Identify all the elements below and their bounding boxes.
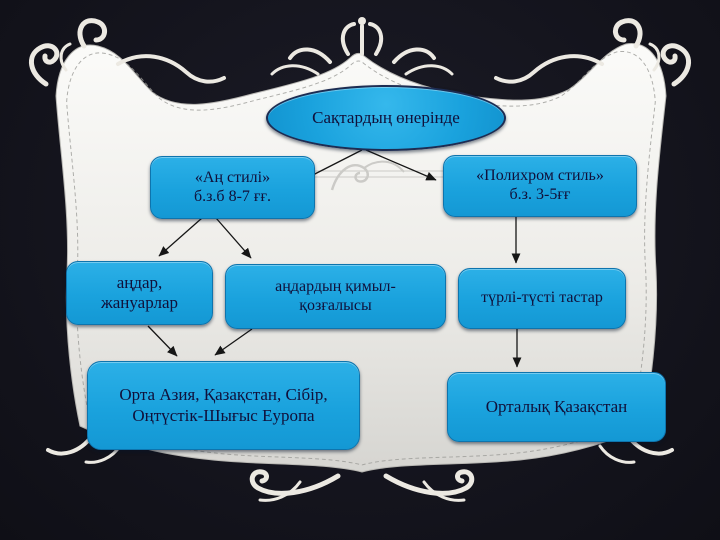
- arrow-an-stili-to-andar: [158, 217, 203, 257]
- node-orta: Орта Азия, Қазақстан, Сібір, Оңтүстік-Шы…: [87, 361, 360, 450]
- node-turli-label: түрлі-түсті тастар: [481, 289, 603, 307]
- node-turli: түрлі-түсті тастар: [458, 268, 626, 329]
- arrow-an-stili-to-kimyl: [215, 217, 252, 259]
- node-polychrome-line1: «Полихром стиль»: [476, 167, 604, 185]
- node-polychrome: «Полихром стиль» б.з. 3-5ғғ: [443, 155, 637, 217]
- node-andar: аңдар, жануарлар: [66, 261, 213, 325]
- node-kimyl-label: аңдардың қимыл-қозғалысы: [275, 277, 396, 314]
- node-root-label: Сақтардың өнерінде: [312, 107, 460, 127]
- node-orta-label: Орта Азия, Қазақстан, Сібір, Оңтүстік-Шы…: [119, 385, 328, 425]
- arrow-kimyl-to-orta: [214, 328, 253, 356]
- node-an-stili: «Аң стилі» б.з.б 8-7 ғғ.: [150, 156, 315, 219]
- node-ortalyk-label: Орталық Қазақстан: [485, 396, 628, 416]
- node-an-stili-line2: б.з.б 8-7 ғғ.: [193, 187, 272, 205]
- node-polychrome-line2: б.з. 3-5ғғ: [509, 186, 571, 203]
- node-ortalyk: Орталық Қазақстан: [447, 372, 666, 442]
- arrow-andar-to-orta: [147, 325, 178, 357]
- arrow-root-to-polychrome: [365, 149, 437, 181]
- frame-flourishes: [29, 17, 691, 502]
- node-an-stili-line1: «Аң стилі»: [194, 168, 271, 186]
- node-kimyl: аңдардың қимыл-қозғалысы: [225, 264, 446, 329]
- node-andar-label: аңдар, жануарлар: [100, 272, 178, 312]
- node-root: Сақтардың өнерінде: [266, 85, 506, 151]
